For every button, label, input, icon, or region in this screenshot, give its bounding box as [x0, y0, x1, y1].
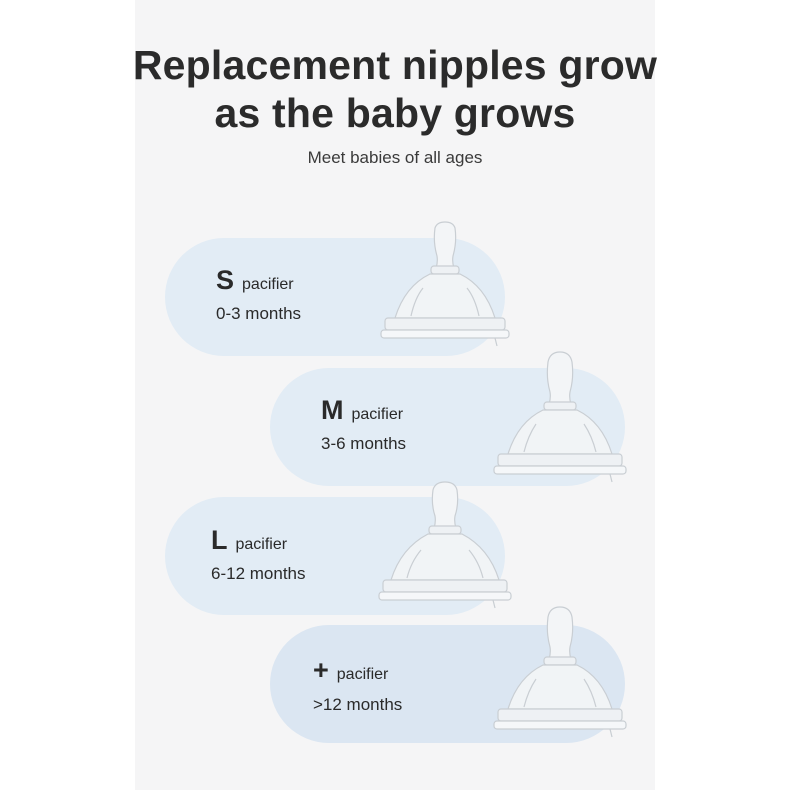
size-m-letter: M [321, 395, 344, 425]
size-l-age: 6-12 months [211, 564, 306, 583]
nipple-plus-image [493, 606, 627, 738]
size-plus-label: + pacifier [313, 655, 388, 686]
nipple-s-image [380, 221, 510, 347]
size-l-label: L pacifier [211, 525, 287, 556]
headline-line-1: Replacement nipples grow [132, 42, 658, 88]
size-plus-letter: + [313, 655, 329, 685]
size-m-label: M pacifier [321, 395, 403, 426]
size-l-word: pacifier [235, 536, 288, 553]
headline-line-2: as the baby grows [214, 90, 576, 136]
nipple-l-image [378, 481, 512, 609]
nipple-m-image [493, 351, 627, 483]
size-plus-word: pacifier [336, 666, 389, 683]
size-s-label: S pacifier [216, 265, 294, 296]
size-m-age: 3-6 months [321, 434, 407, 453]
subtitle: Meet babies of all ages [307, 148, 483, 167]
size-l-letter: L [211, 525, 228, 555]
size-m-word: pacifier [351, 406, 404, 423]
size-s-word: pacifier [242, 276, 294, 293]
size-plus-age: >12 months [313, 695, 403, 714]
size-s-letter: S [216, 265, 235, 295]
size-s-age: 0-3 months [216, 304, 302, 323]
